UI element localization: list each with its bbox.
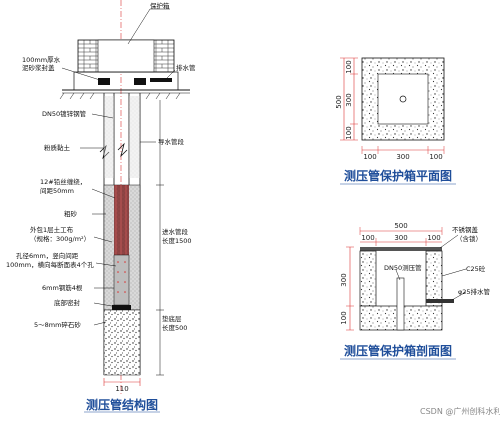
label-steel-lid-2: （含锁） (456, 234, 482, 243)
silty-clay-fill-right (129, 96, 140, 178)
ground-hatch (59, 92, 181, 100)
plan-dim-100-left-bottom: 100 (345, 126, 353, 139)
section-drain-pipe (426, 299, 454, 303)
label-mortar-cap-1: 100mm厚水 (22, 55, 61, 64)
section-wall-left (359, 250, 377, 307)
caption-structure: 测压管结构图 (86, 397, 158, 412)
label-rebar: 6mm钢筋4根 (42, 283, 83, 292)
plan-view: 500 100 300 100 100 300 100 测压管保护箱平面图 (335, 57, 456, 185)
label-steel-lid-1: 不锈钢盖 (452, 225, 479, 234)
label-hole-1: 孔径6mm，竖向间距 (16, 251, 79, 260)
drain-pipe-mark (150, 78, 172, 82)
label-seal: 底部密封 (54, 298, 81, 307)
label-section-pipe: DN50测压管 (384, 263, 422, 272)
mortar-cap-right (134, 78, 146, 85)
section-dim-300: 300 (394, 234, 407, 242)
wire-wrap (114, 185, 129, 255)
label-galv-pipe: DN50镀锌钢管 (42, 109, 87, 118)
dim-width-label: 110 (115, 385, 128, 393)
label-silty-clay: 粉质黏土 (44, 143, 71, 152)
label-wire-2: 间距50mm (40, 187, 74, 195)
section-dim-500: 500 (394, 222, 407, 230)
silty-clay-fill-left (104, 96, 114, 178)
mortar-cap-left (98, 78, 110, 85)
section-wall-right (425, 250, 443, 307)
label-drain-pipe: 排水管 (176, 63, 196, 72)
section-dim-100-right: 100 (427, 234, 440, 242)
label-inlet-2: 长度1500 (162, 236, 192, 245)
section-dim-100-vertical: 100 (340, 311, 348, 324)
label-c25: C25砼 (466, 264, 486, 273)
structure-diagram: 110 保护箱 100mm厚水 泥砂浆封盖 排水管 DN50镀锌钢管 导水管段 … (6, 0, 196, 413)
caption-section: 测压管保护箱剖面图 (344, 343, 452, 358)
label-guide-section: 导水管段 (158, 137, 185, 146)
plan-dim-300-left: 300 (345, 93, 353, 106)
watermark: CSDN @广州创科水利 (420, 406, 500, 416)
section-leaders (395, 234, 467, 301)
plan-pipe-circle (399, 95, 407, 103)
break-mark-mid (117, 142, 128, 158)
plan-dim-100-bottom-left: 100 (363, 153, 376, 161)
gravel-bedding (103, 309, 141, 376)
plan-inner (377, 73, 429, 125)
steel-lid (360, 247, 442, 251)
protect-box-inner (97, 39, 155, 73)
bottom-seal (112, 305, 131, 310)
plan-dim-300-bottom: 300 (396, 153, 409, 161)
label-bedding-1: 垫底层 (162, 314, 182, 323)
box-base (73, 71, 179, 91)
label-bedding-2: 长度500 (162, 323, 187, 332)
label-protect-box: 保护箱 (150, 1, 170, 10)
label-mortar-cap-2: 泥砂浆封盖 (22, 63, 55, 72)
plan-dim-500: 500 (335, 95, 343, 108)
wire-wrap-lines (115, 185, 127, 255)
caption-plan: 测压管保护箱平面图 (344, 168, 452, 183)
section-dim-300-vertical: 300 (340, 273, 348, 286)
label-gravel: 5～8mm碎石砂 (34, 320, 81, 329)
label-coarse-sand: 粗砂 (64, 209, 78, 218)
section-pipe (396, 277, 405, 331)
label-hole-2: 100mm，横向每断面表4个孔 (6, 260, 94, 269)
perforation-holes (117, 261, 126, 293)
label-drain: φ25排水管 (458, 287, 491, 296)
label-inlet-1: 进水管段 (162, 227, 189, 236)
label-geotextile-2: （规格：300g/m²） (30, 234, 90, 243)
plan-dim-100-left-top: 100 (345, 60, 353, 73)
plan-dim-100-bottom-right: 100 (429, 153, 442, 161)
label-wire-1: 12#铅丝缠绕， (40, 177, 86, 186)
leader-lines (61, 8, 176, 326)
section-dim-100-left: 100 (361, 234, 374, 242)
perforated-section (113, 254, 130, 306)
label-geotextile-1: 外包1层土工布 (30, 225, 74, 234)
section-view: 500 100 300 100 300 100 不锈钢盖 （含锁） (340, 222, 491, 360)
